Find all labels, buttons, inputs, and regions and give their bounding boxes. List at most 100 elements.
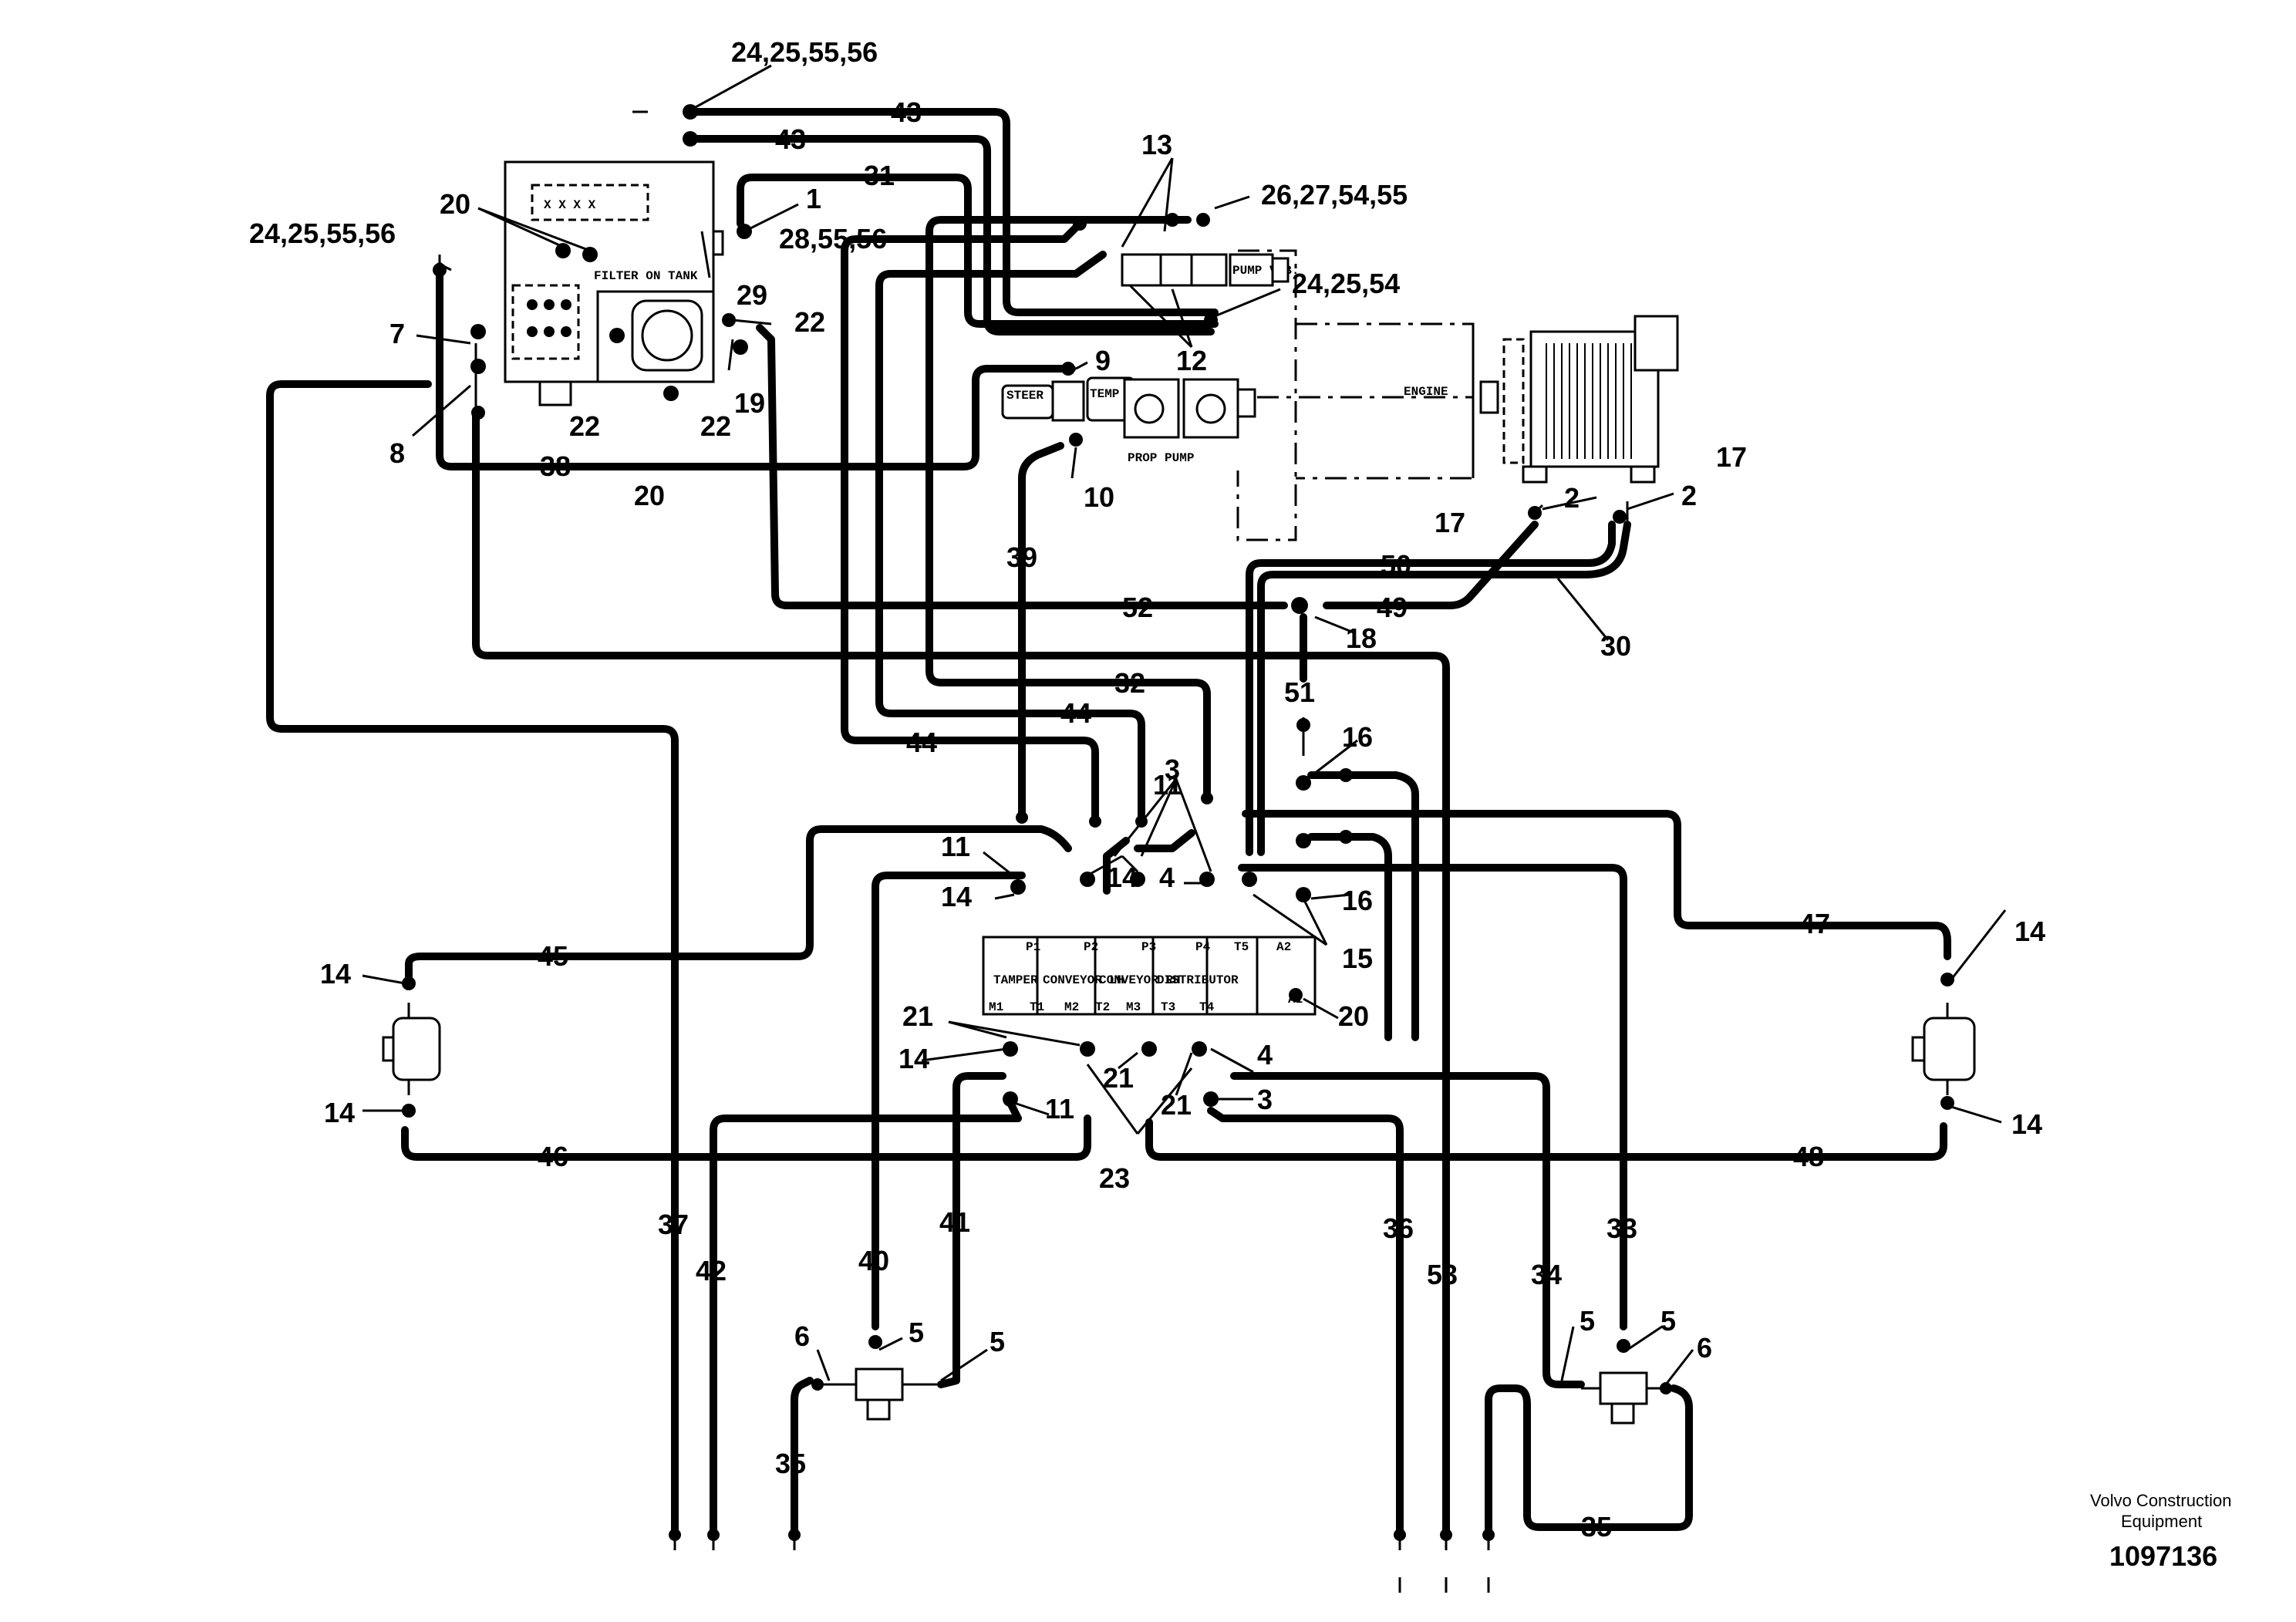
hose-46 xyxy=(401,1114,1091,1161)
callout-label: 15 xyxy=(1342,943,1373,974)
hose-16-upper xyxy=(1307,771,1419,1041)
callout-labels: 24,25,55,56 43 43 31 13 26,27,54,55 1 28… xyxy=(249,36,2045,1543)
callout-label: 35 xyxy=(775,1448,806,1479)
valve-port-p3: P3 xyxy=(1141,940,1156,954)
callout-label: 2 xyxy=(1681,480,1697,511)
valve-port-t3: T3 xyxy=(1161,1000,1175,1014)
callout-label: 40 xyxy=(858,1245,889,1276)
conveyor-motor-left xyxy=(382,1003,441,1095)
hose-35-left xyxy=(791,1377,814,1539)
conveyor-motor-right xyxy=(1911,1003,1976,1095)
valve-section-conveyor-lh: CONVEYOR LH xyxy=(1043,973,1124,987)
callout-label: 53 xyxy=(1427,1259,1458,1290)
hose-53 xyxy=(472,409,1450,1539)
callout-label: 8 xyxy=(389,437,405,469)
leader-lines xyxy=(362,64,2007,1385)
hose-39 xyxy=(1018,442,1064,818)
callout-label: 5 xyxy=(1580,1305,1595,1337)
hydraulic-tank: X X X X FILTER ON TANK xyxy=(504,160,724,406)
callout-label: 16 xyxy=(1342,885,1373,916)
valve-port-p1: P1 xyxy=(1026,940,1040,954)
thin-links xyxy=(438,110,1490,1593)
hose-35-right xyxy=(1485,1384,1693,1539)
callout-label: 4 xyxy=(1257,1039,1273,1071)
callout-label: 24,25,54 xyxy=(1292,268,1400,299)
callout-label: 1 xyxy=(806,183,821,214)
hose-42 xyxy=(710,1099,1022,1539)
callout-label: 20 xyxy=(440,188,470,220)
valve-section-distributor: DISTRIBUTOR xyxy=(1157,973,1239,987)
valve-port-m2: M2 xyxy=(1064,1000,1079,1014)
footer: Volvo Construction Equipment 1097136 xyxy=(2090,1491,2231,1572)
valve-port-t5: T5 xyxy=(1234,940,1249,954)
callout-label: 44 xyxy=(906,727,937,758)
callout-label: 21 xyxy=(1103,1062,1134,1094)
callout-label: 2 xyxy=(1564,482,1580,514)
callout-label: 47 xyxy=(1799,908,1830,939)
callout-label: 33 xyxy=(1607,1212,1637,1244)
callout-label: 48 xyxy=(1793,1141,1824,1172)
callout-label: 16 xyxy=(1342,721,1373,753)
callout-label: 28,55,56 xyxy=(779,223,887,255)
callout-label: 14 xyxy=(941,881,972,912)
hose-31 xyxy=(737,174,1219,328)
callout-label: 23 xyxy=(1099,1162,1130,1194)
callout-label: 14 xyxy=(899,1043,929,1074)
callout-label: 6 xyxy=(794,1320,810,1352)
valve-port-t2: T2 xyxy=(1095,1000,1110,1014)
callout-label: 51 xyxy=(1284,676,1315,708)
hose-45 xyxy=(405,825,1072,987)
valve-port-a2: A2 xyxy=(1276,940,1291,954)
hose-49 xyxy=(1323,521,1539,609)
callout-label: 45 xyxy=(538,940,568,972)
callout-label: 20 xyxy=(1338,1000,1369,1032)
callout-label: 14 xyxy=(324,1097,355,1128)
hose-43-upper xyxy=(686,108,1219,316)
callout-label: 12 xyxy=(1176,345,1207,376)
callout-label: 39 xyxy=(1006,541,1037,573)
callout-label: 14 xyxy=(320,958,351,990)
callout-label: 21 xyxy=(1161,1089,1192,1121)
hose-50 xyxy=(1246,521,1616,856)
svg-text:X X X X: X X X X xyxy=(544,198,596,212)
callout-label: 3 xyxy=(1257,1084,1273,1115)
hose-32 xyxy=(925,216,1211,798)
callout-label: 17 xyxy=(1716,441,1747,473)
callout-label: 31 xyxy=(864,160,895,191)
callout-label: 7 xyxy=(389,318,405,349)
hose-38 xyxy=(436,262,1076,470)
hose-33 xyxy=(1238,864,1627,1330)
valve-section-tamper: TAMPER xyxy=(993,973,1038,987)
hose-34 xyxy=(1230,1072,1585,1388)
hoses xyxy=(266,108,1951,1539)
callout-label: 19 xyxy=(734,387,765,419)
callout-label: 49 xyxy=(1377,592,1408,623)
valve-port-p2: P2 xyxy=(1084,940,1098,954)
callout-label: 34 xyxy=(1531,1259,1562,1290)
hose-40 xyxy=(872,872,1026,1330)
valve-port-p4: P4 xyxy=(1195,940,1211,954)
callout-label: 17 xyxy=(1435,507,1465,538)
brand-line-2: Equipment xyxy=(2121,1512,2202,1531)
callout-label: 43 xyxy=(775,123,806,155)
callout-label: 37 xyxy=(658,1209,689,1240)
callout-label: 52 xyxy=(1122,592,1153,623)
engine-label: ENGINE xyxy=(1404,385,1448,399)
flow-valve-left xyxy=(818,1367,937,1421)
callout-label: 10 xyxy=(1084,481,1114,513)
callout-label: 50 xyxy=(1381,549,1411,581)
brand-line-1: Volvo Construction xyxy=(2090,1491,2231,1510)
hose-16-lower xyxy=(1307,833,1392,1041)
callout-label: 29 xyxy=(737,279,767,311)
valve-port-m3: M3 xyxy=(1126,1000,1141,1014)
callout-label: 30 xyxy=(1600,630,1631,662)
oil-cooler xyxy=(1502,315,1679,484)
hose-14-a xyxy=(1103,837,1130,895)
callout-label: 32 xyxy=(1114,667,1145,699)
callout-label: 13 xyxy=(1141,129,1172,160)
callout-label: 11 xyxy=(1153,769,1182,801)
callout-label: 20 xyxy=(634,480,665,511)
callout-label: 14 xyxy=(2014,916,2045,947)
callout-label: 22 xyxy=(700,410,731,442)
callout-label: 5 xyxy=(909,1317,924,1348)
